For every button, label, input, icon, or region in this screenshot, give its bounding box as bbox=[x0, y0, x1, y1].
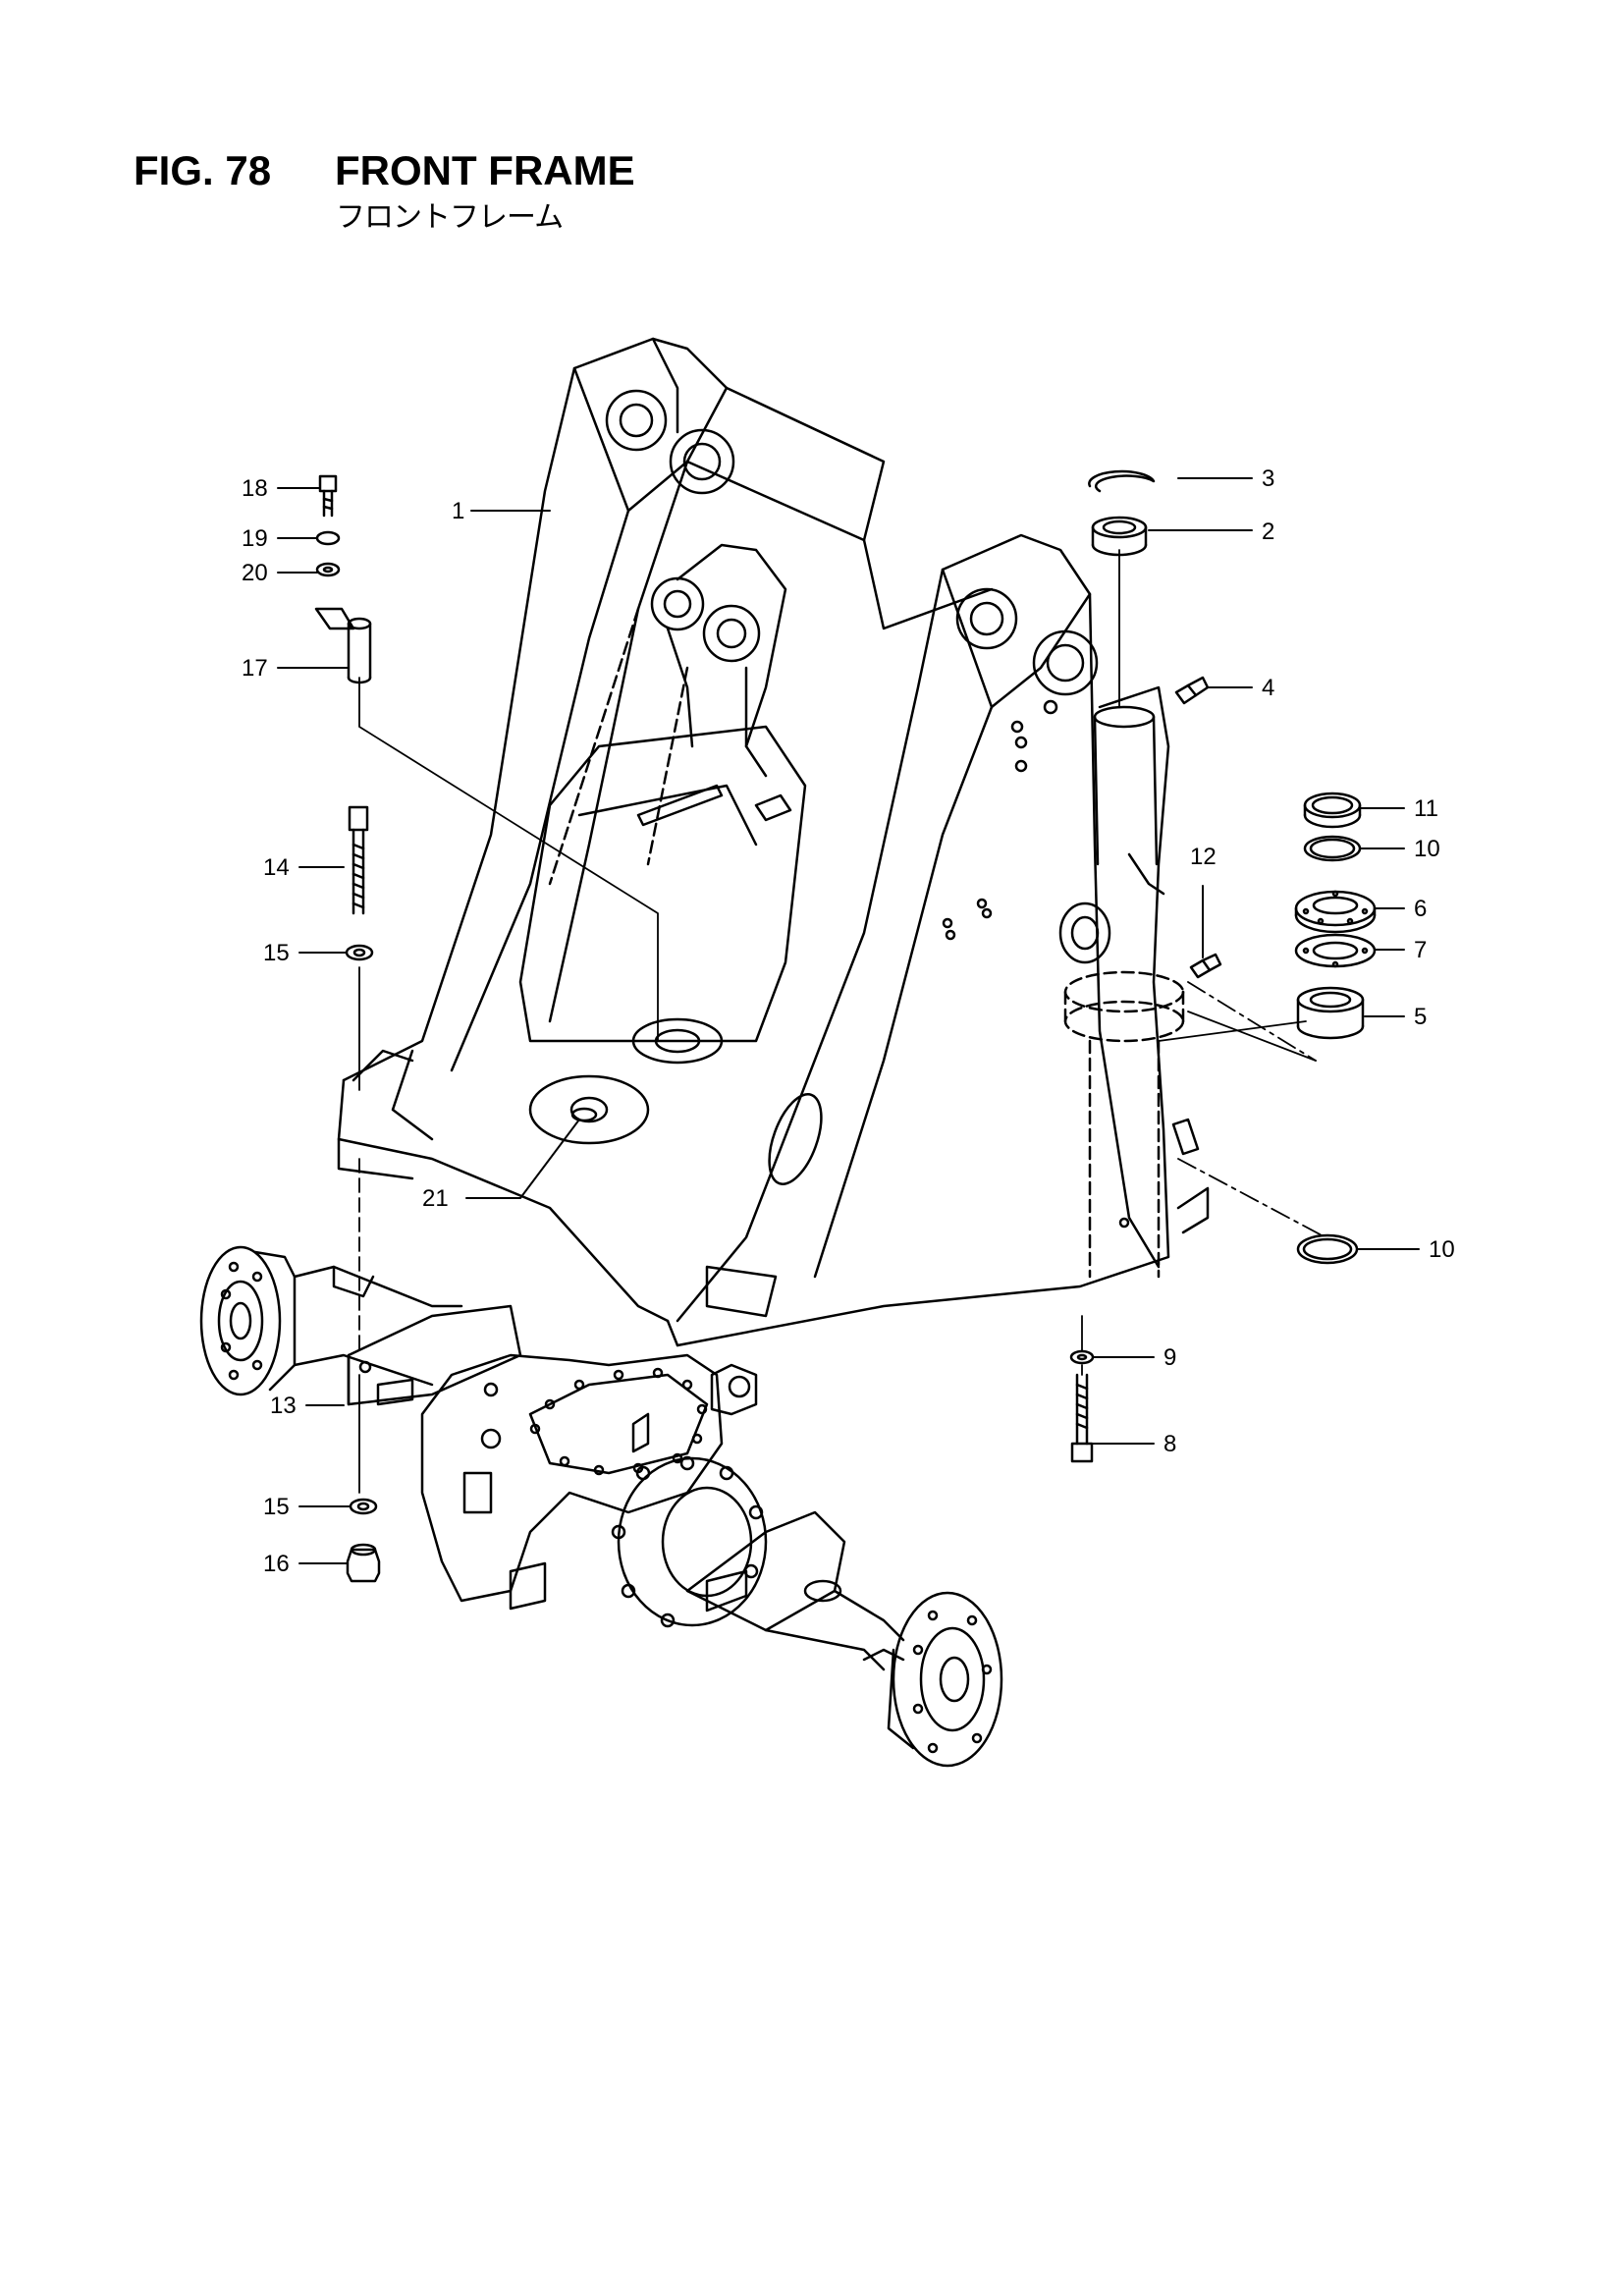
callout-16: 16 bbox=[263, 1551, 290, 1577]
front-axle-drawing bbox=[199, 1245, 1003, 1768]
callout-21: 21 bbox=[422, 1185, 449, 1212]
front-frame-drawing bbox=[337, 337, 1210, 1347]
callout-3: 3 bbox=[1262, 465, 1274, 492]
callout-10-lower: 10 bbox=[1429, 1236, 1455, 1263]
leader-lines bbox=[277, 477, 1420, 1564]
callout-8: 8 bbox=[1163, 1431, 1176, 1457]
callout-6: 6 bbox=[1414, 896, 1427, 922]
callout-15-lower: 15 bbox=[263, 1494, 290, 1520]
callout-7: 7 bbox=[1414, 937, 1427, 963]
callout-2: 2 bbox=[1262, 519, 1274, 545]
callout-12: 12 bbox=[1190, 844, 1217, 870]
callout-13: 13 bbox=[270, 1393, 297, 1419]
callout-10-upper: 10 bbox=[1414, 836, 1440, 862]
callout-5: 5 bbox=[1414, 1004, 1427, 1030]
figure-title: FRONT FRAME bbox=[335, 147, 635, 193]
callout-17: 17 bbox=[242, 655, 268, 682]
pivot-parts-drawing bbox=[570, 469, 1377, 1463]
callout-15-upper: 15 bbox=[263, 940, 290, 966]
callout-20: 20 bbox=[242, 560, 268, 586]
callout-19: 19 bbox=[242, 525, 268, 552]
callout-9: 9 bbox=[1163, 1344, 1176, 1371]
figure-subtitle: フロントフレーム bbox=[336, 201, 564, 234]
mounting-parts-drawing bbox=[314, 474, 381, 1583]
callout-18: 18 bbox=[242, 475, 268, 502]
assembly-lines bbox=[358, 549, 1326, 1494]
callout-1: 1 bbox=[452, 498, 464, 524]
callout-11: 11 bbox=[1414, 795, 1438, 822]
callout-4: 4 bbox=[1262, 675, 1274, 701]
figure-number: FIG. 78 bbox=[134, 147, 272, 193]
callout-14: 14 bbox=[263, 854, 290, 881]
callout-labels: 1 2 3 4 5 6 7 8 9 10 10 11 12 13 14 15 1… bbox=[242, 465, 1455, 1577]
